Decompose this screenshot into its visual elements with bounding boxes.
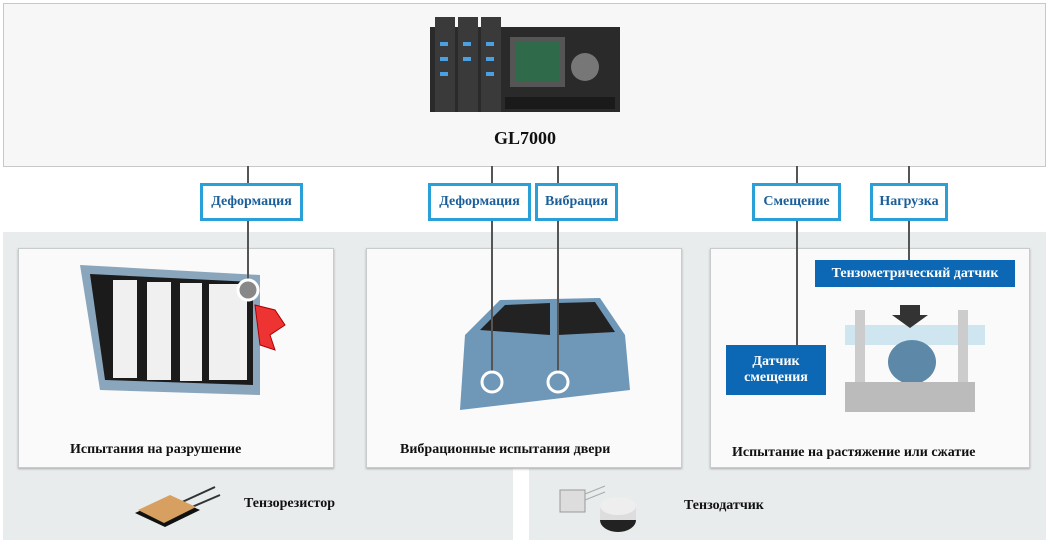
strain-gauge-image — [135, 486, 221, 527]
gl7000-device-image — [430, 17, 620, 112]
tag-deformation-2: Деформация — [428, 183, 531, 221]
window-frame-image — [80, 265, 286, 395]
door-test-caption: Вибрационные испытания двери — [400, 442, 611, 457]
tag-deformation-1: Деформация — [200, 183, 303, 221]
connector-line — [491, 166, 493, 381]
sensor-point-icon — [236, 278, 260, 302]
sensor-point-icon — [480, 370, 504, 394]
load-sensor-label: Тензометрический датчик — [815, 260, 1015, 287]
connector-line — [796, 166, 798, 346]
connector-line — [557, 166, 559, 381]
tag-displacement: Смещение — [752, 183, 841, 221]
load-cell-label: Тензодатчик — [684, 498, 764, 513]
sensor-point-icon — [546, 370, 570, 394]
tag-load: Нагрузка — [870, 183, 948, 221]
press-fixture-image — [845, 305, 985, 412]
connector-line — [247, 166, 249, 292]
car-door-image — [460, 298, 630, 410]
strain-gauge-area — [3, 466, 513, 540]
strain-gauge-label: Тензорезистор — [244, 496, 336, 511]
displacement-sensor-label: Датчик смещения — [726, 345, 826, 395]
tag-vibration: Вибрация — [535, 183, 618, 221]
load-cell-image — [559, 485, 636, 532]
destruction-test-caption: Испытания на разрушение — [70, 442, 242, 457]
device-name: GL7000 — [493, 128, 556, 148]
tension-test-caption: Испытание на растяжение или сжатие — [732, 445, 976, 460]
